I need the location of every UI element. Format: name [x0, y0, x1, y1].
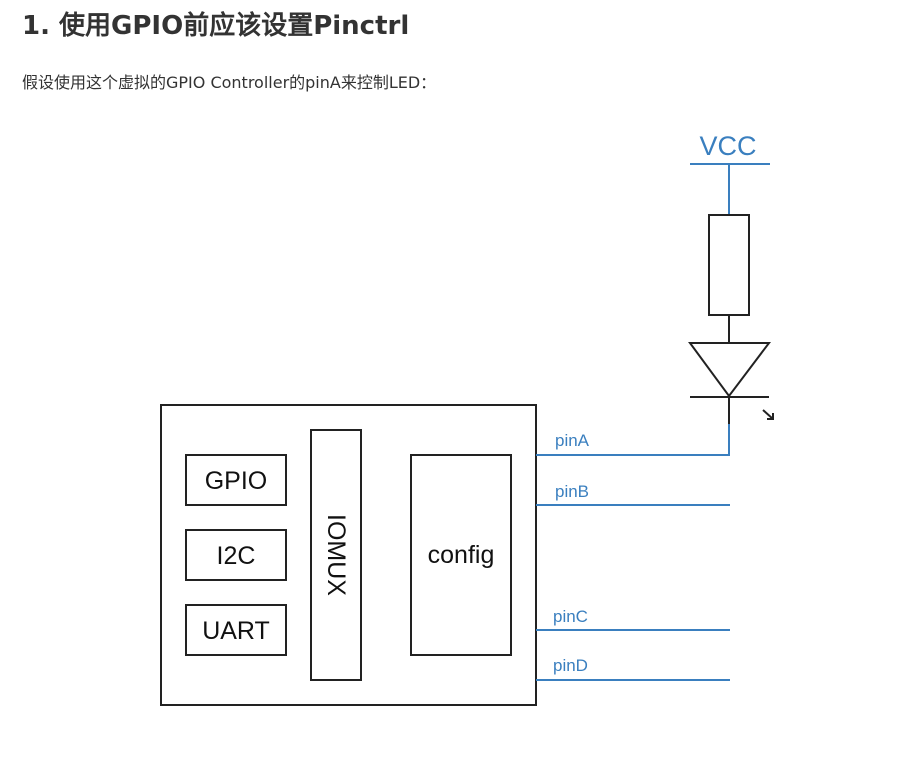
- gpio-block-label: GPIO: [205, 467, 268, 495]
- section-heading: 1. 使用GPIO前应该设置Pinctrl: [22, 11, 410, 41]
- config-block-label: config: [428, 541, 495, 569]
- iomux-block: [310, 429, 362, 681]
- iomux-block-label: IOMUX: [322, 514, 350, 596]
- config-block: [410, 454, 512, 656]
- led-light-arrow-icon: [762, 409, 774, 420]
- intro-paragraph: 假设使用这个虚拟的GPIO Controller的pinA来控制LED：: [22, 73, 437, 92]
- uart-block: [185, 604, 287, 656]
- resistor: [708, 214, 750, 316]
- pin-d-label: pinD: [553, 656, 588, 675]
- pin-a-label: pinA: [555, 431, 590, 450]
- pin-b-label: pinB: [555, 482, 589, 501]
- pin-c-label: pinC: [553, 607, 588, 626]
- vcc-label: VCC: [699, 131, 756, 161]
- i2c-block: [185, 529, 287, 581]
- gpio-controller-box: [160, 404, 537, 706]
- i2c-block-label: I2C: [217, 542, 256, 570]
- led-diode: [688, 342, 772, 398]
- gpio-block: [185, 454, 287, 506]
- uart-block-label: UART: [202, 617, 270, 645]
